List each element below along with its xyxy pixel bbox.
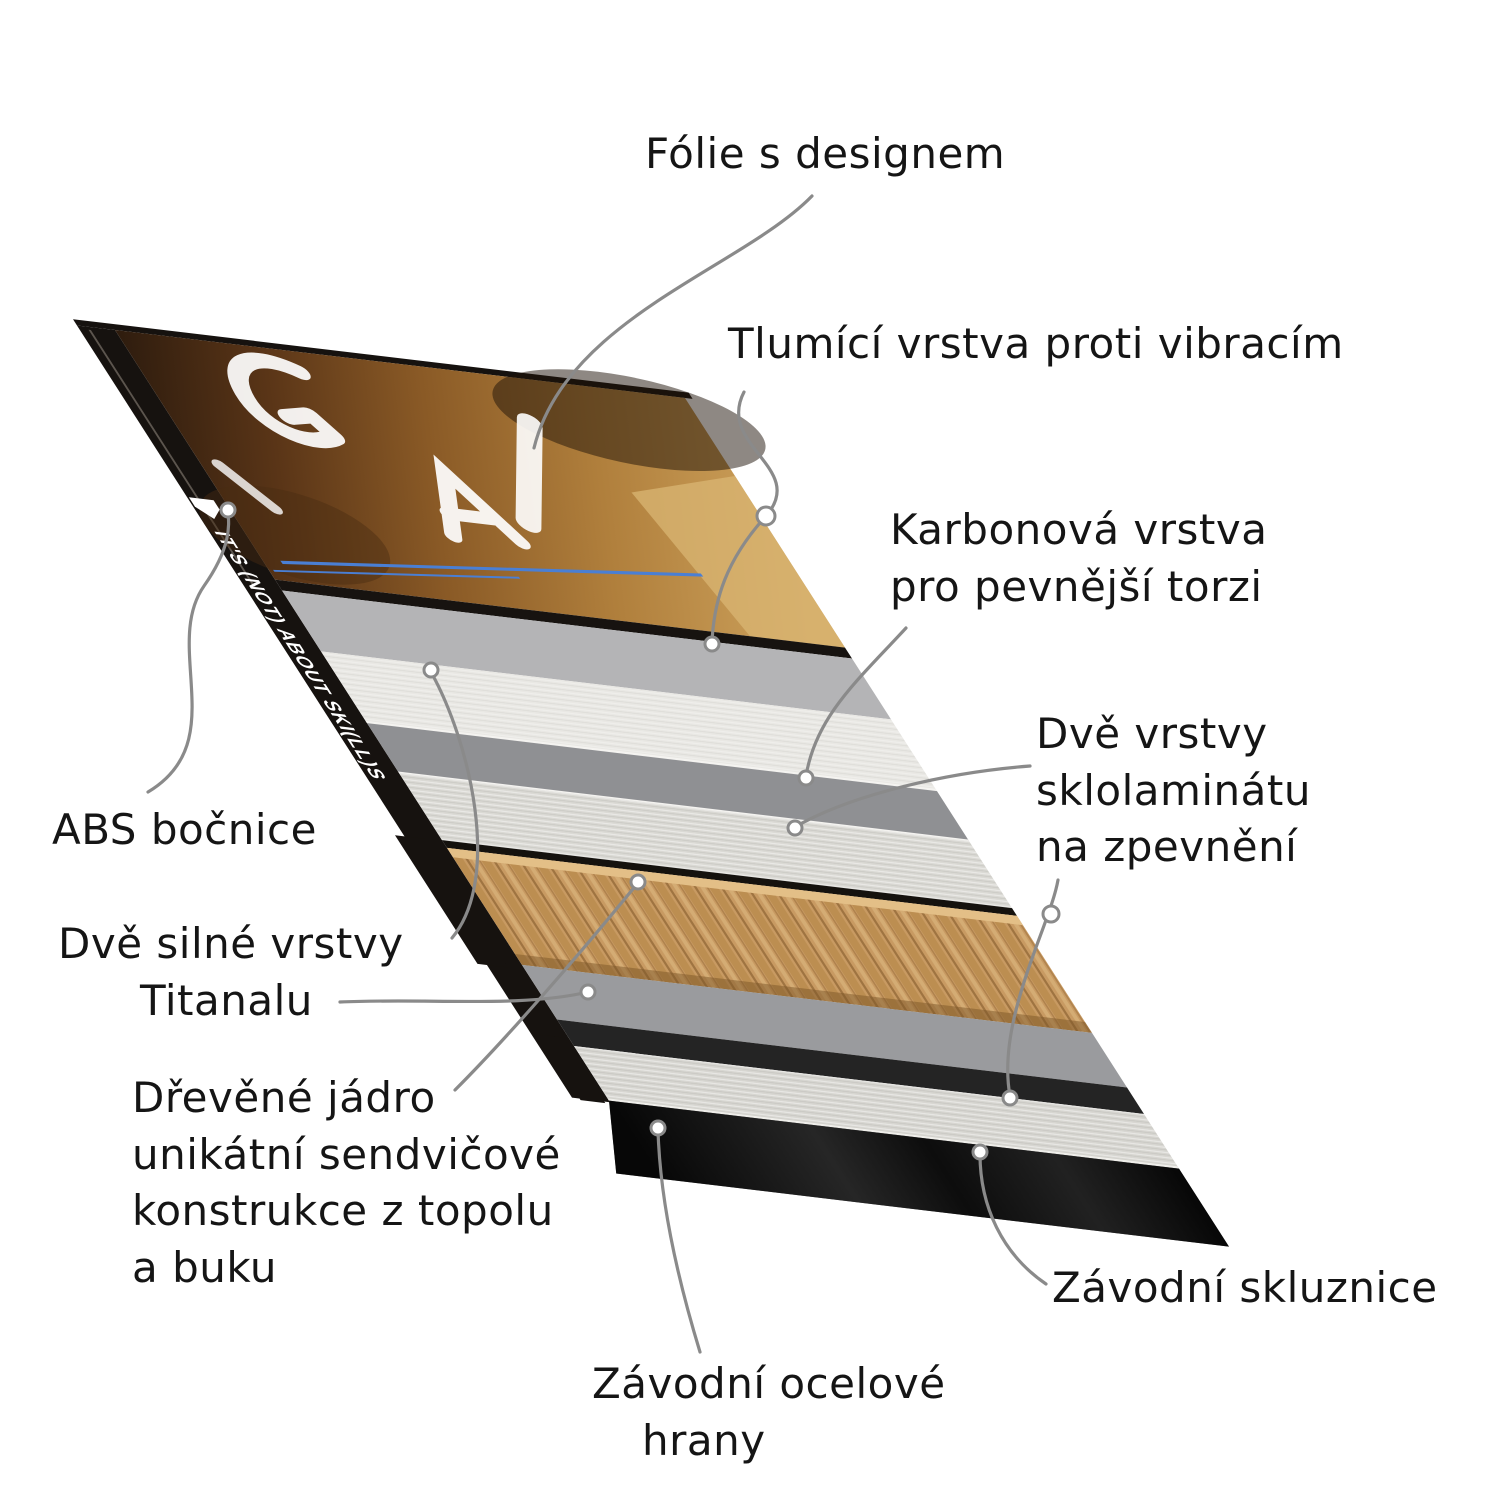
print-letter-a — [433, 454, 531, 550]
print-dark-patch-2 — [199, 485, 391, 585]
leader-loop-node — [755, 505, 777, 527]
endpoint-edges-dot — [649, 1119, 667, 1137]
leader-carbon — [804, 626, 908, 778]
print-blue-line — [280, 560, 704, 577]
seam — [442, 840, 1018, 916]
label-titanal: Dvě silné vrstvy Titanalu — [58, 919, 404, 1025]
endpoint-carbon-dot — [797, 769, 815, 787]
print-mark — [211, 459, 283, 515]
endpoint-core-dot — [629, 873, 647, 891]
leader-titanal-top — [429, 670, 480, 940]
label-topsheet: Fólie s designem — [645, 129, 1006, 178]
layer-carbon — [367, 723, 970, 842]
print-white-stroke — [515, 413, 543, 533]
endpoint-fiberglass-top-dot — [786, 819, 804, 837]
label-base: Závodní skluznice — [1052, 1263, 1438, 1312]
layer-stack: IT'S (NOT) ABOUT SKI(LL)S — [72, 319, 1230, 1247]
abs-sidewall-band — [76, 325, 610, 1103]
label-sidewall: ABS bočnice — [52, 805, 317, 854]
endpoint-sidewall-dot — [219, 501, 237, 519]
label-edges: Závodní ocelové hrany — [592, 1359, 946, 1465]
sidewall-step-lower — [538, 1034, 606, 1104]
layer-spacer-black — [557, 1019, 1145, 1115]
leader-core — [453, 882, 639, 1092]
wood-grain-texture — [453, 857, 1093, 1033]
leader-topsheet — [532, 194, 814, 450]
endpoint-base-dot — [971, 1143, 989, 1161]
endpoint-damping-dot — [703, 635, 721, 653]
leader-titanal-bottom — [338, 990, 590, 1004]
texture — [574, 1046, 1180, 1169]
leader-sidewall — [146, 510, 231, 794]
leader-loop-node — [1041, 904, 1061, 924]
print-light-patch — [631, 475, 846, 648]
print-letter-g — [227, 352, 346, 449]
texture — [321, 651, 938, 792]
label-core: Dřevěné jádro unikátní sendvičové konstr… — [132, 1073, 561, 1293]
leader-nodes — [219, 501, 1061, 1161]
base-gloss — [609, 1100, 1230, 1247]
wood-bottom-shade — [515, 953, 1093, 1033]
seam-light — [365, 720, 938, 792]
brand-logo-icon — [188, 497, 220, 520]
sidewall-trim-line — [88, 329, 256, 588]
label-fiberglass: Dvě vrstvy sklolaminátu na zpevnění — [1036, 709, 1312, 872]
layer-titanal-bottom — [522, 964, 1128, 1088]
endpoint-fiberglass-bottom-dot — [1001, 1089, 1019, 1107]
leader-fiberglass-bottom — [1006, 878, 1060, 1098]
leader-edges — [656, 1128, 702, 1354]
layer-damping — [282, 590, 892, 720]
wood-top-highlight — [447, 847, 1024, 926]
leader-lines — [146, 194, 1060, 1354]
label-damping: Tlumící vrstva proti vibracím — [728, 319, 1344, 368]
seam-light — [607, 1098, 1180, 1169]
endpoint-titanal-top-dot — [422, 661, 440, 679]
print-blue-line-2 — [272, 569, 521, 579]
print-dark-patch — [492, 369, 766, 472]
endpoint-titanal-bottom-dot — [579, 983, 597, 1001]
label-carbon: Karbonová vrstva pro pevnější torzi — [890, 505, 1268, 611]
leader-base — [978, 1152, 1048, 1286]
sidewall-step-core — [394, 835, 508, 968]
leader-fiberglass-top — [793, 764, 1032, 829]
texture — [399, 773, 1013, 909]
